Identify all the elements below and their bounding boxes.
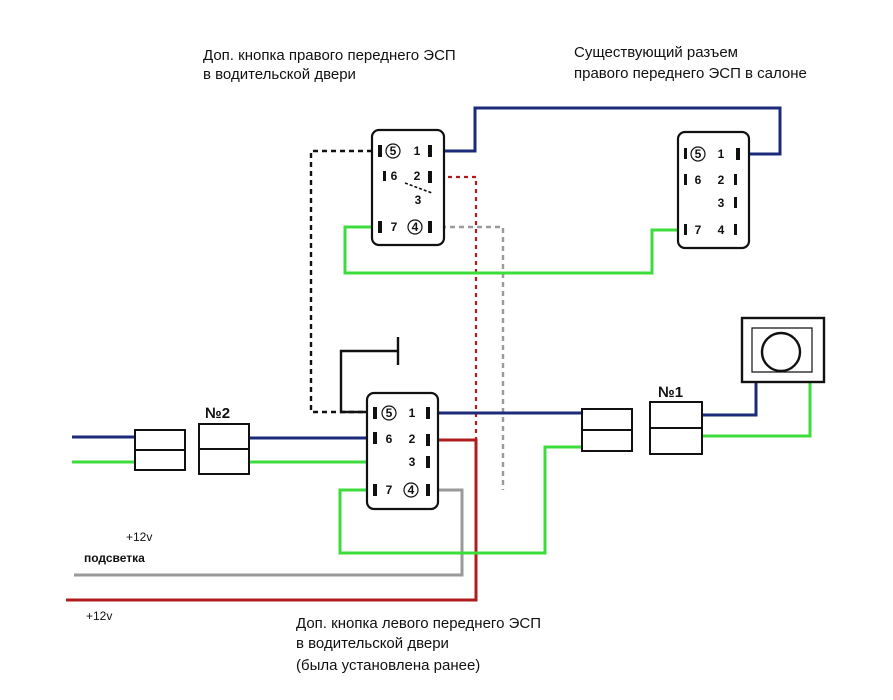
block-no2-label: №2 (205, 405, 230, 422)
block-no1 (649, 401, 703, 455)
pin-6-label: 6 (695, 173, 702, 187)
wire-black-dashed (309, 149, 378, 414)
existing-connector-title-line1: Существующий разъем (574, 44, 738, 61)
pin-4-label: 4 (408, 483, 415, 497)
pin-5-label: 5 (386, 406, 393, 420)
lamp-icon (760, 331, 802, 373)
left-button-title-line3: (была установлена ранее) (296, 657, 480, 674)
plus12v-top-label: +12v (126, 530, 152, 544)
left-button-title-line1: Доп. кнопка левого переднего ЭСП (296, 615, 541, 632)
existing-connector-title-line2: правого переднего ЭСП в салоне (574, 65, 807, 82)
pin-3-label: 3 (415, 193, 422, 207)
left-button-connector: 5 1 6 2 3 7 4 (365, 391, 440, 511)
left-button-title-line2: в водительской двери (296, 635, 449, 652)
backlight-label: подсветка (84, 551, 145, 565)
pin-4-label: 4 (718, 223, 725, 237)
block-no2 (198, 423, 250, 475)
wire-black-ground (339, 349, 398, 414)
inline-connector-left (134, 429, 186, 471)
pin-6-label: 6 (386, 432, 393, 446)
pin-3-label: 3 (718, 196, 725, 210)
pin-6-label: 6 (391, 169, 398, 183)
pin-1-label: 1 (718, 147, 725, 161)
pin-5-label: 5 (390, 144, 397, 158)
pin-5-label: 5 (695, 147, 702, 161)
right-button-title-line2: в водительской двери (203, 66, 356, 83)
right-button-title-line1: Доп. кнопка правого переднего ЭСП (203, 47, 456, 64)
wire-red-pin2 (66, 438, 478, 602)
inline-connector-right (581, 408, 633, 452)
lamp (740, 316, 826, 384)
pin-4-label: 4 (412, 220, 419, 234)
right-button-connector: 5 1 6 2 3 7 4 (370, 128, 446, 247)
wire-green-pin7 (338, 445, 582, 555)
pin-3-label: 3 (409, 455, 416, 469)
pin-7-label: 7 (386, 483, 393, 497)
pin-1-label: 1 (414, 144, 421, 158)
pin-2-label: 2 (414, 169, 421, 183)
wires (66, 106, 812, 602)
plus12v-bottom-label: +12v (86, 609, 112, 623)
wire-gray-dashed (432, 225, 505, 490)
pin-2-label: 2 (409, 432, 416, 446)
wire-green-top (343, 225, 686, 275)
wire-gray-pin4 (74, 488, 464, 577)
pin-2-label: 2 (718, 173, 725, 187)
wire-red-dashed (432, 175, 478, 440)
existing-connector: 5 1 6 2 3 7 4 (676, 130, 751, 250)
wire-blue-top (432, 106, 782, 156)
pin-7-label: 7 (391, 220, 398, 234)
pin-7-label: 7 (695, 223, 702, 237)
block-no1-label: №1 (658, 384, 683, 401)
pin-1-label: 1 (409, 406, 416, 420)
